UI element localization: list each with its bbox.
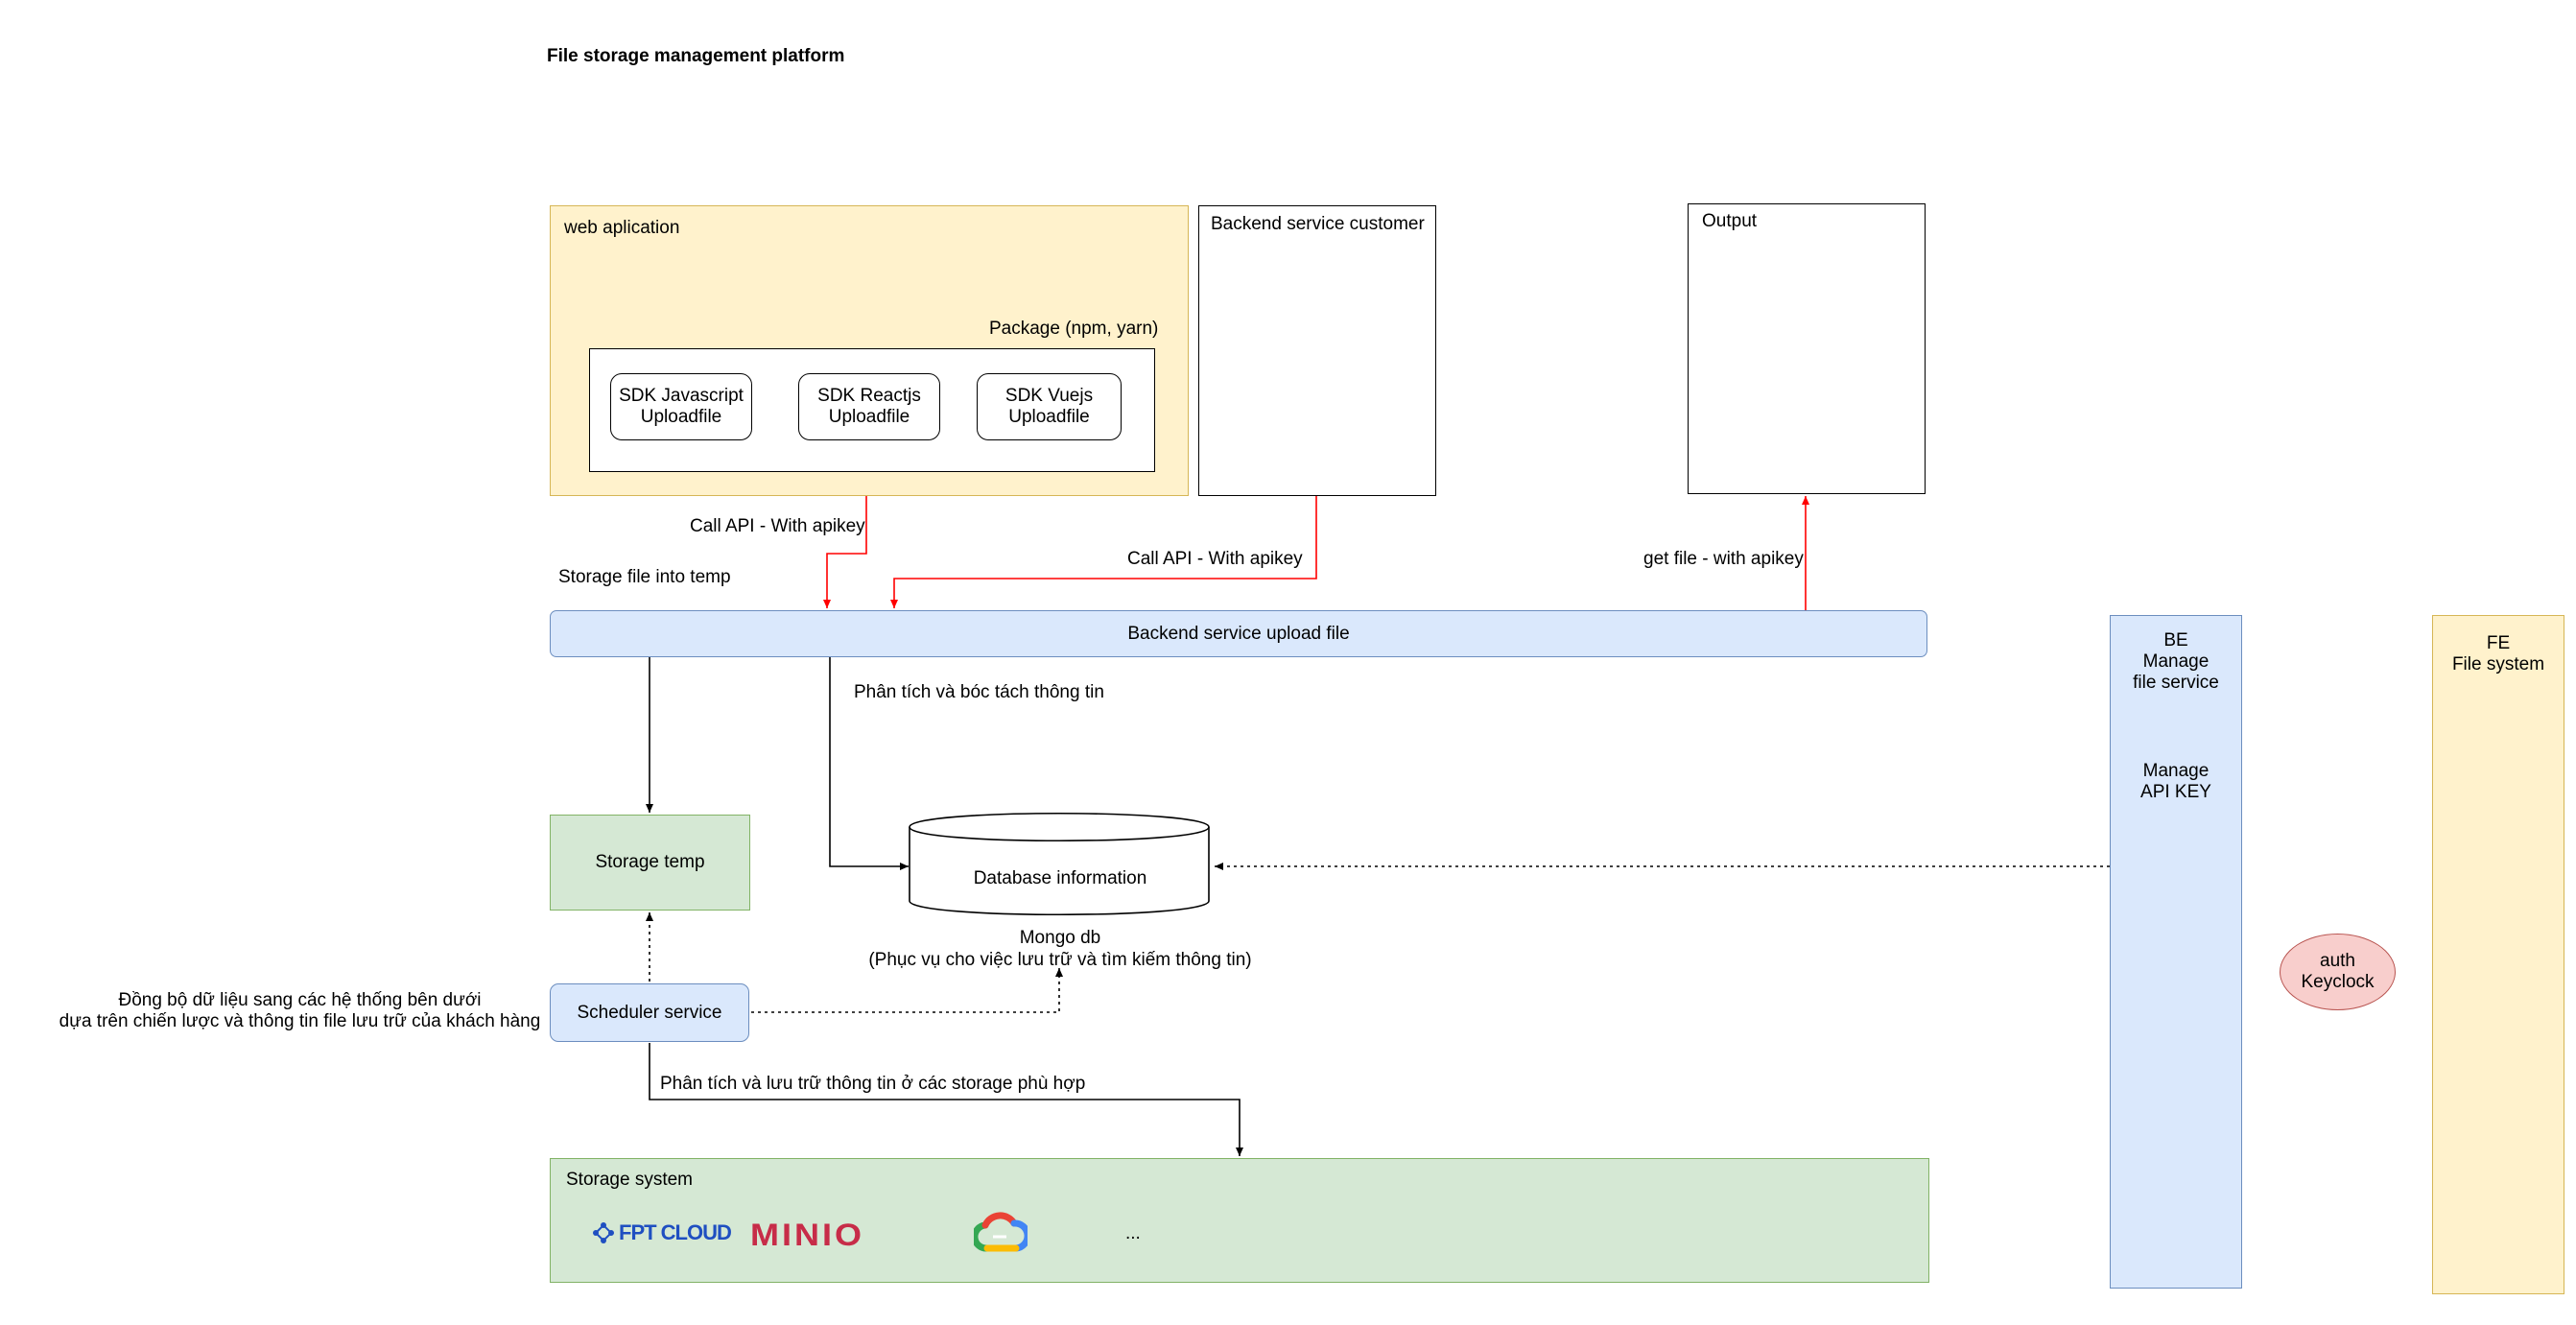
- database-cylinder: [909, 812, 1210, 916]
- backend-upload-box: Backend service upload file: [550, 610, 1927, 657]
- storage-system-box: [550, 1158, 1929, 1283]
- minio-logo: MINIO: [750, 1217, 864, 1253]
- be-manage-line1: BE: [2163, 630, 2188, 651]
- sdk-reactjs-line2: Uploadfile: [828, 407, 910, 427]
- database-caption-line1: Mongo db: [1019, 928, 1101, 948]
- edge-customer-to-upload: [890, 496, 1317, 608]
- diagram-title: File storage management platform: [547, 46, 845, 66]
- storage-temp-box: Storage temp: [550, 815, 750, 911]
- scheduler-note-line2: dựa trên chiến lược và thông tin file lư…: [59, 1011, 541, 1031]
- output-box: [1688, 203, 1926, 494]
- output-label: Output: [1702, 211, 1758, 231]
- backend-customer-label: Backend service customer: [1211, 214, 1425, 234]
- google-cloud-logo: [974, 1212, 1028, 1252]
- edge-webapp-to-upload: [823, 496, 867, 608]
- edge-label-get-file: get file - with apikey: [1643, 549, 1804, 569]
- edge-scheduler-to-storage-system: [649, 1043, 1243, 1156]
- sdk-vuejs-line1: SDK Vuejs: [1004, 386, 1094, 406]
- edge-scheduler-to-database: [751, 968, 1063, 1013]
- backend-upload-label: Backend service upload file: [1127, 623, 1350, 644]
- backend-customer-box: [1198, 205, 1436, 496]
- sdk-javascript-line2: Uploadfile: [640, 407, 722, 427]
- database-caption-line2: (Phục vụ cho việc lưu trữ và tìm kiếm th…: [868, 950, 1252, 970]
- auth-line2: Keyclock: [2301, 972, 2375, 992]
- sdk-javascript-line1: SDK Javascript: [619, 386, 744, 406]
- package-label: Package (npm, yarn): [989, 319, 1159, 339]
- fpt-cloud-logo: FPT CLOUD: [590, 1219, 732, 1246]
- storage-more: ...: [1125, 1223, 1141, 1243]
- fpt-cloud-icon: [593, 1222, 614, 1243]
- fe-line2: File system: [2451, 654, 2545, 674]
- edge-label-storage-temp: Storage file into temp: [558, 567, 731, 587]
- be-manage-line2: Manage: [2142, 651, 2210, 672]
- storage-temp-label: Storage temp: [595, 852, 705, 872]
- edge-label-call-api-1: Call API - With apikey: [690, 516, 865, 536]
- sdk-reactjs-line1: SDK Reactjs: [817, 386, 921, 406]
- web-application-label: web aplication: [564, 218, 680, 238]
- fe-line1: FE: [2486, 633, 2511, 653]
- edge-label-analyze: Phân tích và bóc tách thông tin: [854, 682, 1104, 702]
- edge-upload-to-database: [829, 657, 909, 870]
- be-manage-line3: file service: [2133, 673, 2219, 693]
- auth-line1: auth: [2320, 951, 2355, 971]
- scheduler-box: Scheduler service: [550, 983, 749, 1042]
- be-manage-sub2: API KEY: [2140, 782, 2211, 802]
- edge-label-analyze-store: Phân tích và lưu trữ thông tin ở các sto…: [660, 1074, 1086, 1094]
- sdk-vuejs-line2: Uploadfile: [1008, 407, 1090, 427]
- fe-file-system-box: [2432, 615, 2564, 1294]
- fpt-cloud-text: FPT CLOUD: [619, 1220, 732, 1244]
- minio-text: MINIO: [750, 1217, 864, 1252]
- storage-system-label: Storage system: [566, 1170, 693, 1190]
- edge-label-call-api-2: Call API - With apikey: [1127, 549, 1303, 569]
- be-manage-sub1: Manage: [2142, 761, 2210, 781]
- be-manage-box: [2110, 615, 2242, 1289]
- scheduler-label: Scheduler service: [577, 1002, 722, 1023]
- scheduler-note-line1: Đồng bộ dữ liệu sang các hệ thống bên dư…: [118, 990, 482, 1010]
- database-label: Database information: [973, 868, 1147, 888]
